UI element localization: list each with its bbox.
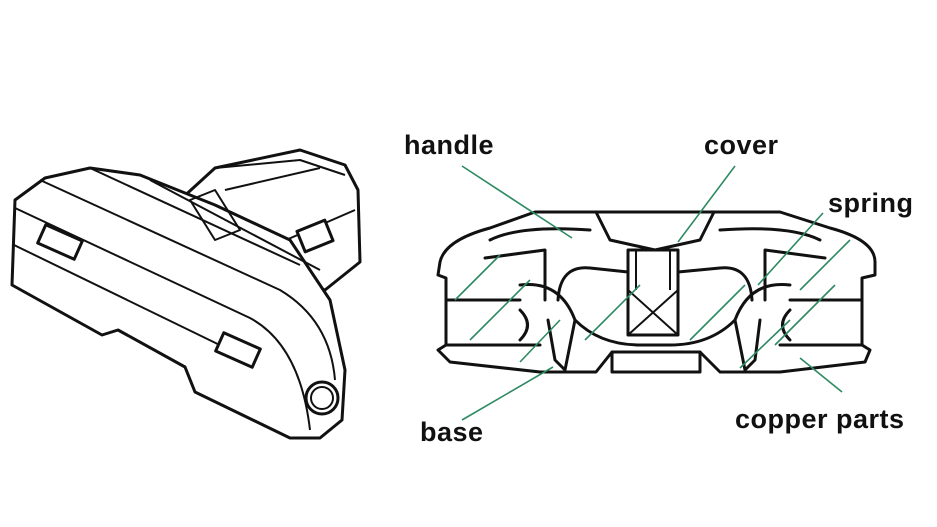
spring-label: spring [828, 188, 914, 218]
base-leader-line [461, 366, 554, 421]
cover-leader-line [677, 165, 736, 243]
handle-label: handle [404, 130, 495, 160]
connector-3d-view [10, 148, 362, 440]
leader-lines [454, 165, 851, 421]
cover-label: cover [704, 130, 779, 160]
spring-leader-line [757, 212, 824, 286]
base-label: base [420, 417, 484, 447]
connector-cross-section [436, 210, 877, 374]
copper-parts-label: copper parts [735, 404, 905, 434]
handle-leader-line [461, 165, 573, 239]
copper-parts-leader-line [799, 357, 843, 393]
